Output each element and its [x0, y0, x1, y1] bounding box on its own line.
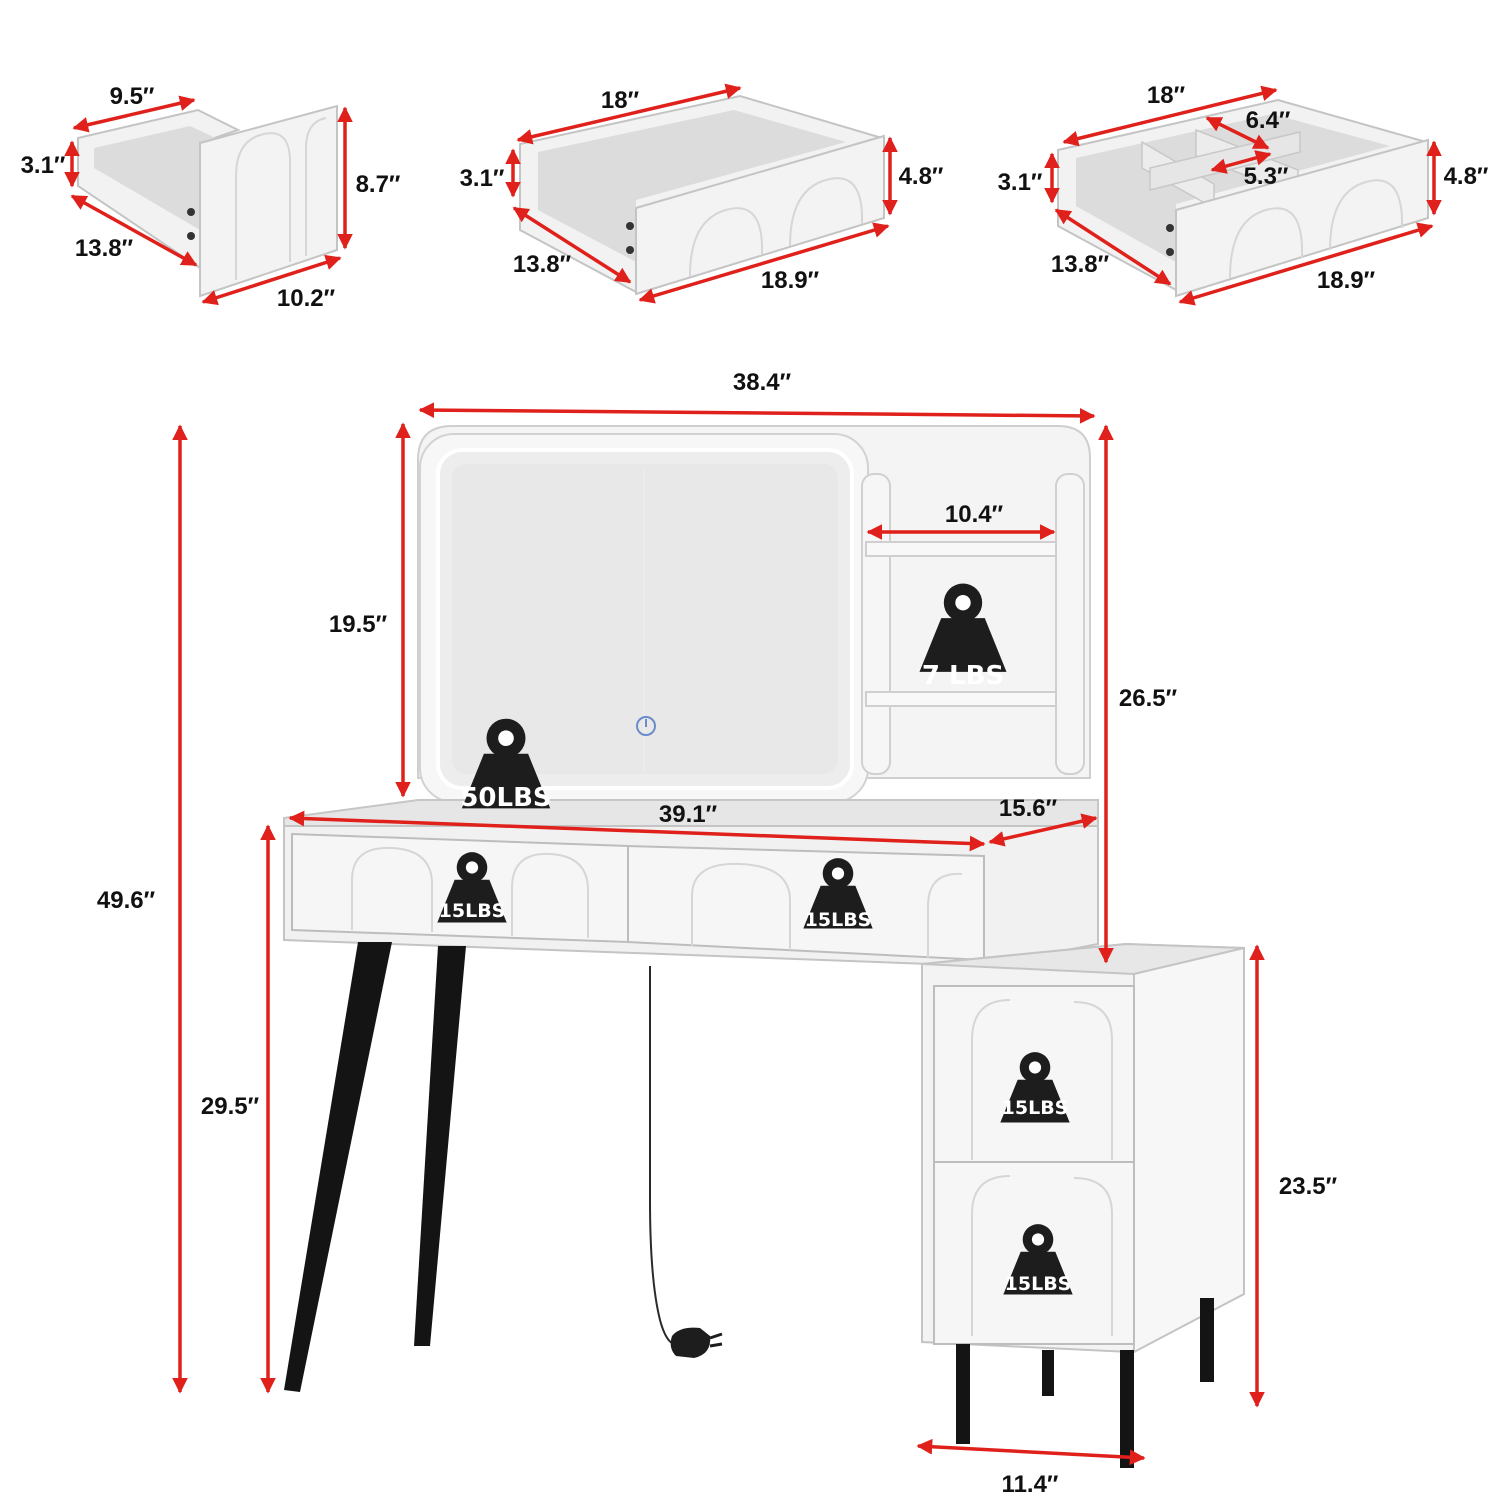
wide-drawer-height-label: 3.1″ [460, 165, 505, 192]
small-drawer-depth-label: 13.8″ [75, 235, 134, 262]
organizer-drawer-front-width-label: 18.9″ [1317, 267, 1376, 294]
cabinet-bottom-load-label: 15LBS [1005, 1273, 1072, 1295]
desktop-load-label: 50LBS [460, 783, 551, 813]
organizer-compartment-b-label: 5.3″ [1244, 163, 1289, 190]
wide-drawer-width-label: 18″ [601, 87, 640, 114]
desk-depth-label: 15.6″ [999, 795, 1058, 822]
desk-body [283, 825, 1099, 968]
organizer-drawer-dimension-arrows [1044, 85, 1442, 306]
desk-width-label: 39.1″ [659, 801, 718, 828]
shelf-width-label: 10.4″ [945, 501, 1004, 528]
organizer-drawer-width-label: 18″ [1147, 82, 1186, 109]
organizer-drawer-height-label: 3.1″ [998, 169, 1043, 196]
desk-legs [284, 942, 466, 1392]
shelf-load-label: 7 LBS [922, 661, 1004, 691]
small-drawer-height-label: 3.1″ [21, 152, 66, 179]
organizer-drawer-depth-label: 13.8″ [1051, 251, 1110, 278]
total-width-label: 38.4″ [733, 369, 792, 396]
vanity-dimension-arrows [172, 402, 1265, 1466]
small-drawer-front-width-label: 10.2″ [277, 285, 336, 312]
cabinet-height-label: 23.5″ [1279, 1173, 1338, 1200]
small-drawer-front-height-label: 8.7″ [356, 171, 401, 198]
hutch-height-label: 26.5″ [1119, 685, 1178, 712]
total-height-label: 49.6″ [97, 887, 156, 914]
small-drawer-dimension-arrows [64, 95, 353, 306]
left-drawer-load-label: 15LBS [439, 900, 506, 922]
cabinet-top-load-label: 15LBS [1002, 1097, 1069, 1119]
right-drawer-load-label: 15LBS [805, 909, 872, 931]
wide-drawer-front-width-label: 18.9″ [761, 267, 820, 294]
led-mirror [419, 433, 869, 803]
wide-drawer-dimension-arrows [505, 83, 898, 304]
small-drawer-illustration [77, 104, 338, 298]
side-shelves [861, 473, 1085, 775]
wide-drawer-depth-label: 13.8″ [513, 251, 572, 278]
power-plug-icon [649, 966, 723, 1358]
touch-sensor-icon[interactable] [636, 716, 656, 736]
organizer-drawer-front-height-label: 4.8″ [1444, 163, 1489, 190]
small-drawer-width-label: 9.5″ [110, 83, 155, 110]
wide-drawer-front-height-label: 4.8″ [899, 163, 944, 190]
side-cabinet [921, 942, 1245, 1468]
mirror-height-label: 19.5″ [329, 611, 388, 638]
desk-height-label: 29.5″ [201, 1093, 260, 1120]
organizer-compartment-a-label: 6.4″ [1246, 107, 1291, 134]
cabinet-width-label: 11.4″ [1002, 1471, 1059, 1498]
